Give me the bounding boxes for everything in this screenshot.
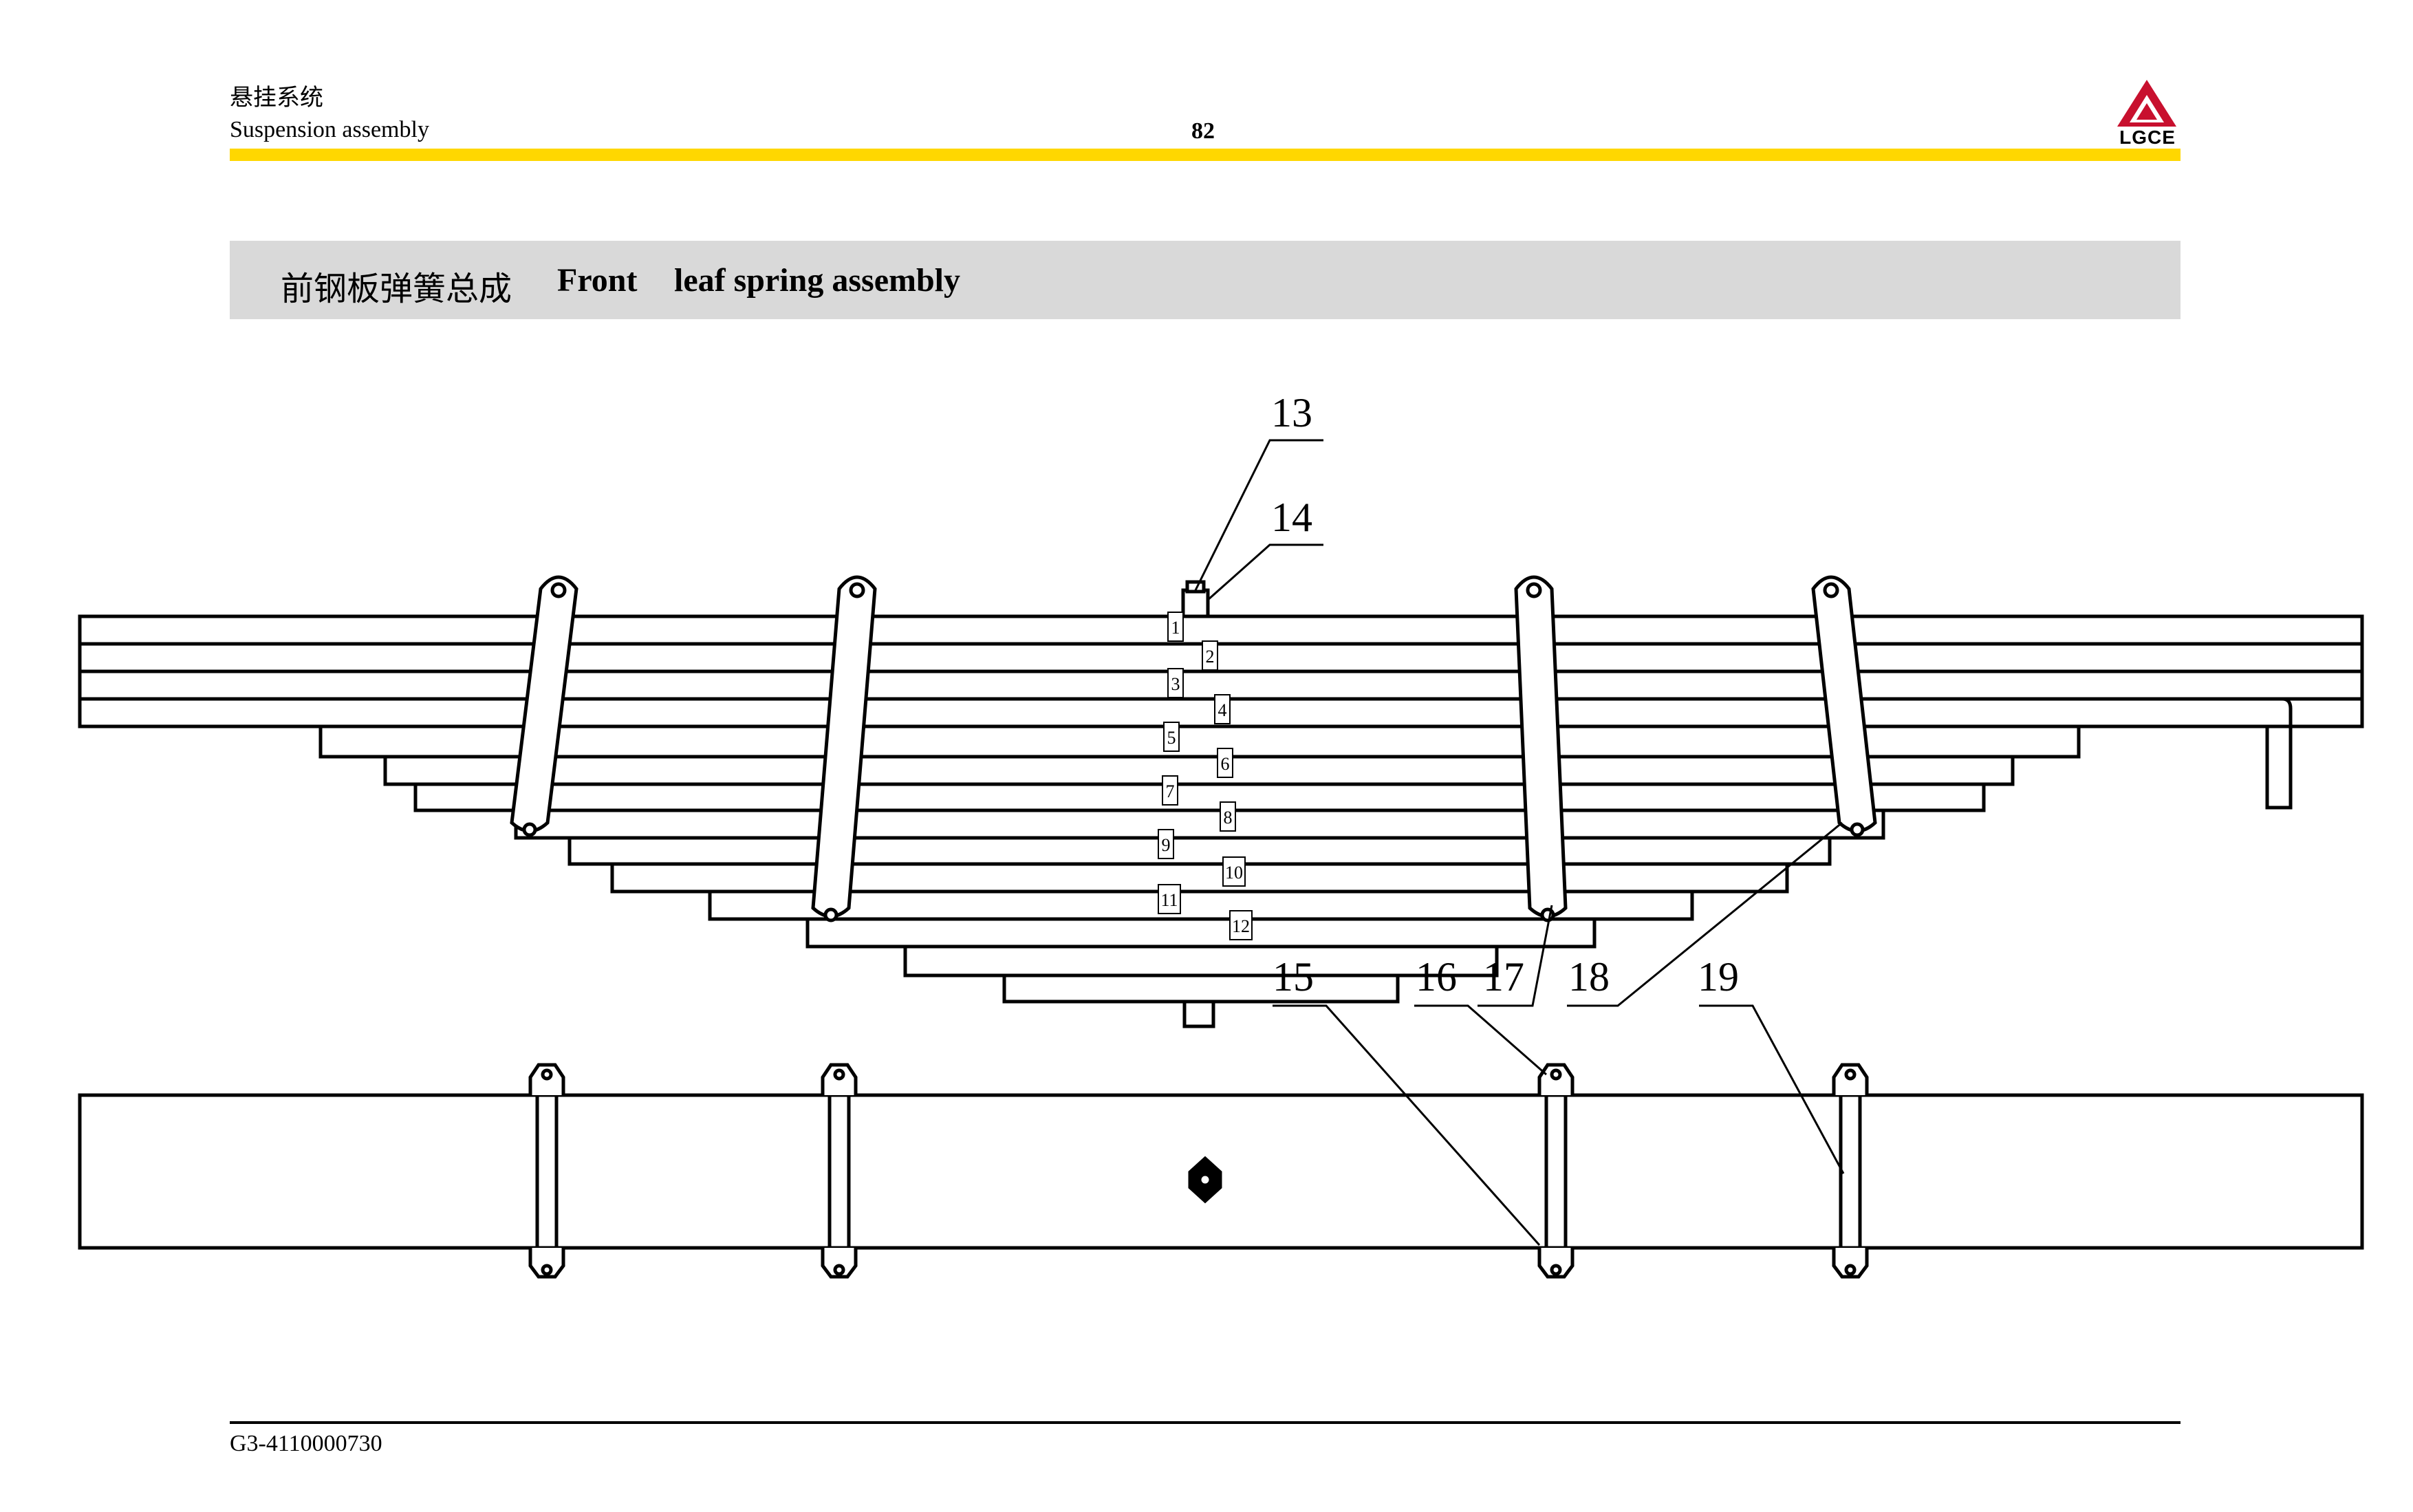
leaf-number-4: 4 <box>1214 694 1231 724</box>
callout-16: 16 <box>1416 954 1457 1000</box>
header-chinese-title: 悬挂系统 <box>230 85 323 111</box>
leaf-number-8: 8 <box>1220 801 1236 832</box>
brand-logo-text: LGCE <box>2119 127 2176 148</box>
footer-part-code: G3-4110000730 <box>230 1431 382 1456</box>
svg-text:6: 6 <box>1221 754 1230 774</box>
leaf-number-7: 7 <box>1162 775 1178 806</box>
section-title-english-front: Front <box>557 262 638 299</box>
svg-text:9: 9 <box>1162 835 1171 855</box>
leaf-number-1: 1 <box>1167 612 1184 642</box>
footer-rule <box>230 1421 2181 1424</box>
svg-text:2: 2 <box>1206 647 1215 667</box>
leaf-number-3: 3 <box>1167 668 1184 698</box>
leaf-number-2: 2 <box>1202 640 1218 671</box>
bottom-view-geometry <box>78 1063 2364 1279</box>
callout-13: 13 <box>1271 390 1312 435</box>
leaf-number-12: 12 <box>1229 910 1253 940</box>
leaf-number-5: 5 <box>1163 722 1180 752</box>
section-title-band: 前钢板弹簧总成 Front leaf spring assembly <box>230 241 2181 319</box>
svg-text:12: 12 <box>1232 916 1250 936</box>
callout-leaders <box>1194 439 1845 1246</box>
header-english-title: Suspension assembly <box>230 117 429 142</box>
svg-text:3: 3 <box>1171 674 1180 694</box>
page-number: 82 <box>1191 118 1215 144</box>
leaf-number-6: 6 <box>1217 748 1233 778</box>
svg-text:10: 10 <box>1225 863 1243 883</box>
svg-text:8: 8 <box>1224 808 1233 828</box>
leaf-number-9: 9 <box>1158 829 1174 859</box>
brand-logo-icon <box>2117 80 2176 127</box>
callout-18: 18 <box>1568 954 1610 1000</box>
header-accent-bar <box>230 149 2181 161</box>
svg-text:5: 5 <box>1167 728 1176 748</box>
svg-text:4: 4 <box>1218 700 1227 720</box>
leaf-number-11: 11 <box>1158 884 1181 914</box>
section-title-english-rest: leaf spring assembly <box>674 262 961 299</box>
callout-19: 19 <box>1698 954 1739 1000</box>
svg-text:7: 7 <box>1166 781 1175 801</box>
leaf-number-10: 10 <box>1222 856 1246 887</box>
svg-text:11: 11 <box>1160 890 1178 910</box>
callout-14: 14 <box>1271 495 1312 540</box>
callout-15: 15 <box>1273 954 1314 1000</box>
svg-text:1: 1 <box>1171 618 1180 638</box>
section-title-chinese: 前钢板弹簧总成 <box>281 271 512 307</box>
callout-17: 17 <box>1483 954 1524 1000</box>
spring-clamps <box>510 575 1877 922</box>
